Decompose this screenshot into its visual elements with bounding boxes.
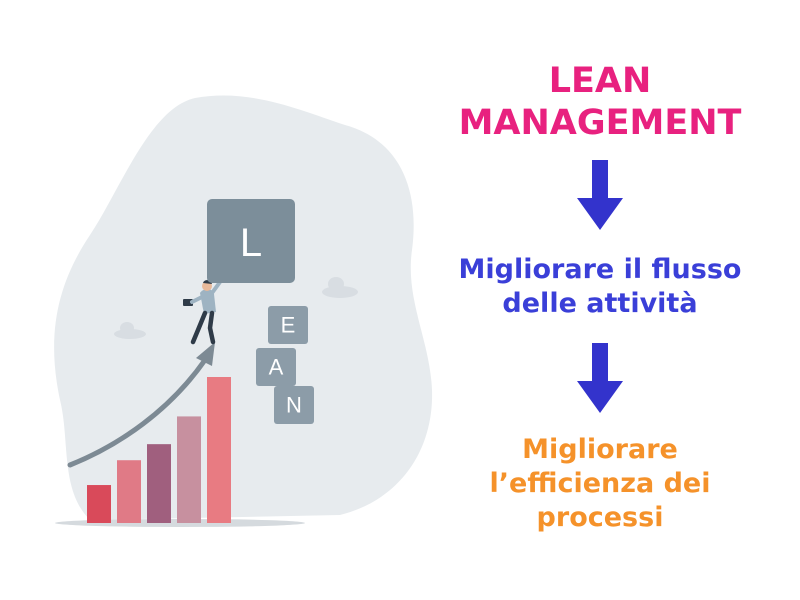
bar-1 (87, 485, 111, 523)
letter-e: E (281, 313, 296, 338)
step2-line: processi (536, 501, 664, 533)
step1-line: Migliorare il flusso (458, 254, 742, 285)
down-arrow-icon (577, 343, 623, 413)
letter-block-e: E (268, 306, 308, 344)
trend-arrow-icon (67, 357, 208, 468)
businessman-icon (183, 280, 222, 345)
bar-4 (177, 416, 201, 523)
step-improve-efficiency: Migliorare l’efficienza dei processi (440, 433, 760, 534)
bar-2 (117, 460, 141, 523)
title-line: MANAGEMENT (458, 103, 742, 143)
lean-illustration: L E A N (54, 95, 433, 527)
bar-3 (147, 444, 171, 523)
bar-5 (207, 377, 231, 523)
down-arrow-icon (577, 160, 623, 230)
title-line: LEAN (548, 61, 652, 101)
cloud-icon (322, 277, 358, 298)
step1-line: delle attività (502, 287, 698, 319)
trend-arrowhead-icon (196, 342, 215, 366)
cloud-icon (114, 322, 146, 339)
letter-a: A (269, 355, 284, 380)
letter-n: N (286, 393, 302, 418)
letter-block-a: A (256, 348, 296, 386)
letter-l: L (240, 221, 262, 265)
letter-block-l: L (207, 199, 295, 283)
title: LEAN MANAGEMENT (440, 60, 760, 144)
step-improve-flow: Migliorare il flusso delle attività (430, 253, 770, 321)
step2-line: Migliorare (522, 434, 678, 465)
background-blob (54, 95, 433, 520)
step2-line: l’efficienza dei (489, 467, 711, 499)
letter-block-n: N (274, 386, 314, 424)
bar-chart (87, 377, 231, 523)
